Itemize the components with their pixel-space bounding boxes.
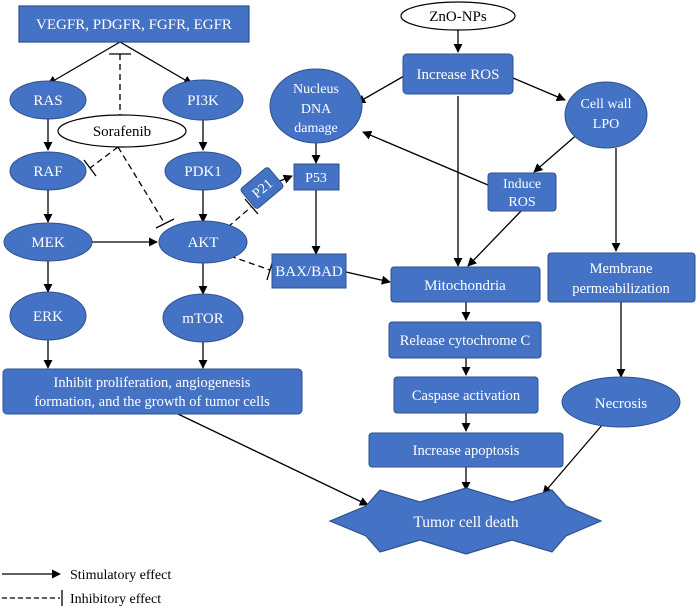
receptors-box: VEGFR, PDGFR, FGFR, EGFR (18, 5, 250, 43)
induce-ros-node: Induce ROS (487, 172, 557, 212)
nucleus-text-rest: DNA damage (294, 102, 338, 136)
receptors-label: VEGFR, PDGFR, FGFR, EGFR (36, 17, 232, 33)
pdk1-label: PDK1 (184, 164, 222, 180)
cellwall-line-1: Cell wall (581, 97, 632, 112)
zno-nps-node: ZnO-NPs (400, 1, 516, 31)
mitochondria-label: Mitochondria (424, 278, 506, 294)
legend-inhibitory-label: Inhibitory effect (70, 592, 161, 607)
tumor-death-label: Tumor cell death (413, 514, 519, 531)
inhibit-akt-p21 (227, 198, 259, 228)
pi3k-node: PI3K (162, 79, 244, 121)
edge-ros-nucleus (356, 75, 405, 104)
nucleus-line-1: Nucleus (293, 82, 339, 97)
cell-wall-lpo-node: Cell wall LPO (564, 81, 648, 149)
caspase-activation-node: Caspase activation (393, 376, 539, 414)
mek-node: MEK (3, 222, 93, 262)
edge-induce-nucleus (362, 131, 489, 186)
raf-label: RAF (33, 164, 62, 180)
erk-node: ERK (9, 291, 87, 341)
bax-bad-label: BAX/BAD (275, 264, 343, 280)
bax-bad-node: BAX/BAD (271, 253, 347, 289)
necrosis-label: Necrosis (595, 396, 648, 412)
inhibit-sorafenib-receptors (109, 53, 131, 118)
nucleus-dna-damage-node: Nucleus (269, 68, 363, 144)
erk-label: ERK (33, 309, 63, 325)
increase-apoptosis-node: Increase apoptosis (368, 432, 564, 468)
mitochondria-node: Mitochondria (390, 266, 541, 303)
mtor-label: mTOR (182, 311, 223, 327)
akt-label: AKT (188, 235, 219, 251)
edge-receptors-pi3k (119, 41, 193, 85)
increase-apoptosis-label: Increase apoptosis (413, 443, 520, 459)
cellwall-line-2: LPO (593, 117, 619, 132)
edge-inhibit-death (177, 413, 369, 506)
inhibit-sorafenib-raf (83, 146, 119, 177)
raf-node: RAF (9, 151, 87, 191)
pi3k-label: PI3K (187, 93, 219, 109)
p53-node: P53 (293, 163, 340, 191)
nucleus-line-3: damage (294, 121, 338, 136)
inhibit-line-2: formation, and the growth of tumor cells (34, 394, 270, 410)
inhibit-line-1: Inhibit proliferation, angiogenesis (54, 375, 251, 391)
inhibit-proliferation-box: Inhibit proliferation, angiogenesis form… (2, 368, 303, 415)
ras-label: RAS (33, 93, 62, 109)
sorafenib-label: Sorafenib (93, 124, 151, 140)
membrane-line-2: permeabilization (572, 281, 670, 297)
edge-receptors-ras (47, 41, 121, 85)
edge-cellwall-induce (533, 131, 581, 173)
release-cytochrome-node: Release cytochrome C (388, 321, 542, 359)
mtor-node: mTOR (162, 293, 244, 343)
p21-node: P21 (240, 167, 284, 209)
ras-node: RAS (9, 80, 87, 120)
legend-stimulatory: Stimulatory effect (2, 568, 171, 583)
mek-label: MEK (31, 235, 65, 251)
zno-label: ZnO-NPs (429, 9, 487, 25)
increase-ros-label: Increase ROS (417, 67, 500, 83)
legend: Stimulatory effect Inhibitory effect (2, 568, 171, 607)
membrane-permeabilization-node: Membrane permeabilization (547, 252, 696, 303)
edge-bax-mito (345, 271, 391, 285)
necrosis-node: Necrosis (561, 376, 681, 428)
edge-necrosis-death (542, 423, 604, 495)
caspase-label: Caspase activation (412, 388, 521, 404)
sorafenib-node: Sorafenib (57, 114, 187, 148)
release-cyt-label: Release cytochrome C (400, 333, 530, 349)
nucleus-line-2: DNA (301, 102, 332, 117)
inhibit-sorafenib-akt (117, 146, 175, 229)
edge-induce-mito (467, 209, 523, 267)
induce-line-2: ROS (508, 195, 535, 210)
membrane-line-1: Membrane (590, 261, 653, 277)
p53-label: P53 (305, 171, 327, 186)
increase-ros-node: Increase ROS (402, 53, 514, 95)
edge-ros-cellwall (512, 77, 566, 101)
legend-stimulatory-label: Stimulatory effect (70, 568, 171, 583)
pdk1-node: PDK1 (164, 151, 242, 191)
legend-inhibitory: Inhibitory effect (2, 590, 161, 607)
akt-node: AKT (158, 220, 248, 264)
inhibit-akt-bax (229, 255, 274, 281)
tumor-cell-death-node: Tumor cell death (328, 487, 603, 555)
induce-line-1: Induce (503, 177, 541, 192)
